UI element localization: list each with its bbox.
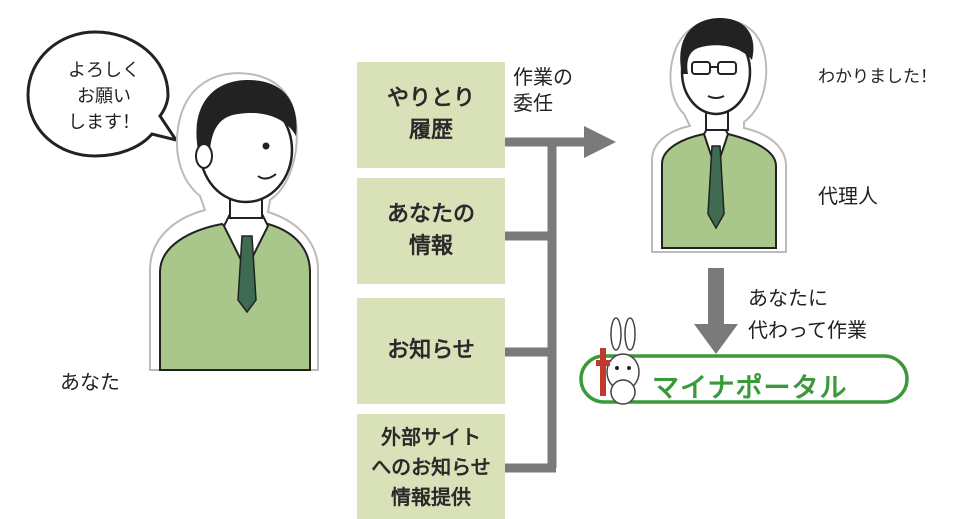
box-interaction-history-line2: 履歴 bbox=[408, 118, 453, 143]
you-speech-text: よろしく お願い します！ bbox=[68, 60, 140, 133]
box-interaction-history-line1: やりとり bbox=[386, 86, 475, 111]
box-notifications: お知らせ bbox=[357, 298, 505, 404]
box-your-information: あなたの 情報 bbox=[357, 178, 505, 284]
portal-name: マイナポータル bbox=[652, 373, 848, 404]
speech-bubble bbox=[26, 30, 180, 158]
delegation-label: 作業の 委任 bbox=[513, 65, 573, 115]
box-external-sites: 外部サイト へのお知らせ 情報提供 bbox=[357, 414, 505, 519]
person-agent-illustration bbox=[651, 18, 787, 253]
agent-reply: わかりました！ bbox=[818, 67, 937, 87]
work-on-behalf-label: あなたに 代わって作業 bbox=[748, 286, 867, 342]
you-label: あなた bbox=[60, 370, 120, 394]
agent-label: 代理人 bbox=[818, 184, 878, 208]
rabbit-mascot-icon bbox=[596, 317, 640, 405]
connector-lines bbox=[505, 137, 590, 473]
box-interaction-history: やりとり 履歴 bbox=[357, 62, 505, 168]
box-your-information-line2: 情報 bbox=[408, 234, 453, 259]
person-you-illustration bbox=[149, 72, 319, 371]
box-notifications-line1: お知らせ bbox=[387, 338, 475, 363]
box-external-sites-line3: 情報提供 bbox=[390, 484, 471, 509]
down-arrow bbox=[694, 268, 738, 354]
box-your-information-line1: あなたの bbox=[386, 202, 475, 227]
delegation-arrow-head bbox=[584, 126, 616, 158]
box-external-sites-line2: へのお知らせ bbox=[371, 454, 491, 479]
box-external-sites-line1: 外部サイト bbox=[380, 424, 481, 449]
portal-badge bbox=[579, 354, 909, 404]
